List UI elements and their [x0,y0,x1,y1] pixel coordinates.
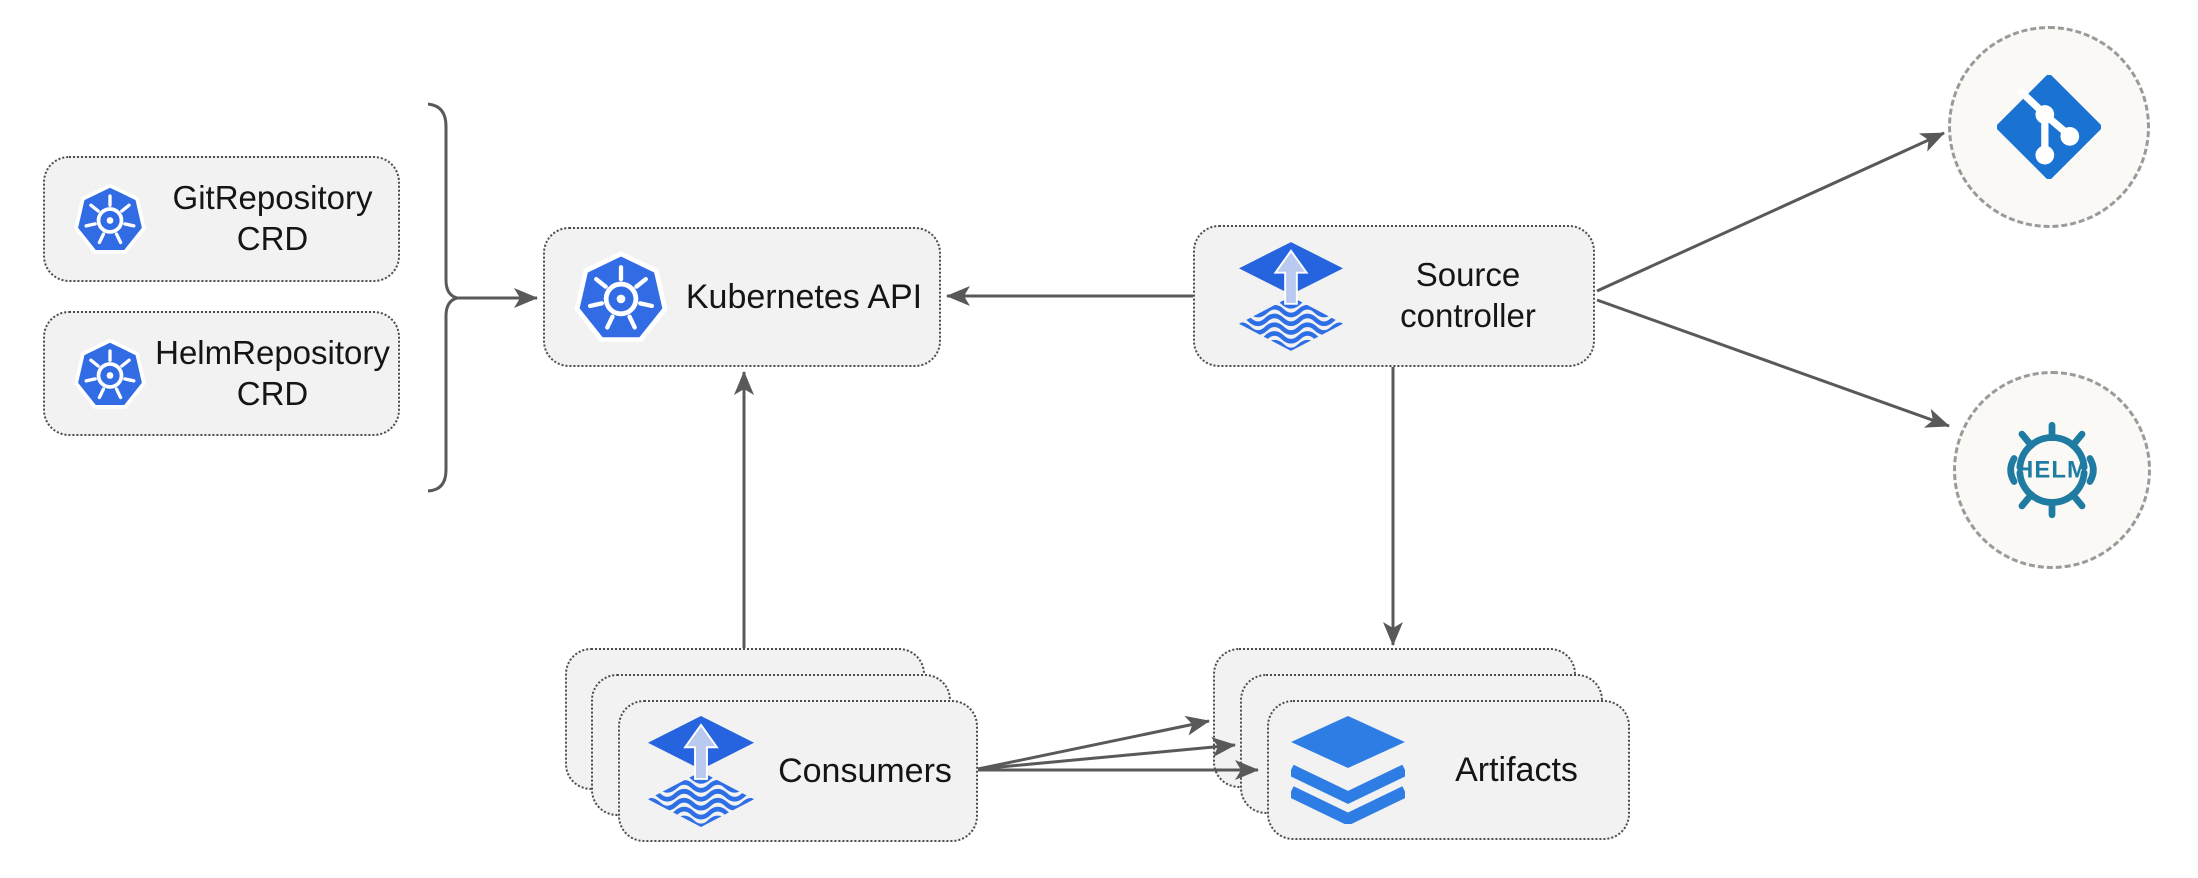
node-helmrepository-crd: HelmRepository CRD [43,311,400,436]
git-icon [1997,75,2101,179]
kubernetes-icon [573,249,669,345]
helm-icon [2000,418,2104,522]
edge-source-to-helm [1596,298,1950,428]
node-helm-source [1953,371,2151,569]
layers-icon [1291,716,1405,824]
label-line: GitRepository [172,179,373,217]
flux-icon [648,716,754,827]
edge-consumers-to-artifacts-back [977,715,1210,771]
node-label: HelmRepository CRD [147,333,398,415]
label-line: Source [1415,256,1521,294]
label-line: CRD [236,220,309,257]
node-label: Source controller [1343,255,1593,337]
node-gitrepository-crd: GitRepository CRD [43,156,400,282]
node-kubernetes-api: Kubernetes API [543,227,941,367]
edge-consumers-to-artifacts-middle [977,737,1236,771]
node-label: Consumers [778,751,952,790]
node-label: Artifacts [1455,750,1578,789]
kubernetes-icon [73,337,147,411]
brace-crd-group [427,102,463,493]
label-line: CRD [236,374,309,412]
node-source-controller: Source controller [1193,225,1595,367]
label-line: controller [1400,297,1536,334]
edge-source-to-git [1596,131,1945,293]
node-consumers: Consumers [618,700,978,842]
flux-icon [1239,242,1343,351]
label-line: HelmRepository [155,333,390,371]
node-git-source [1948,26,2150,228]
node-label: Kubernetes API [685,277,923,316]
node-artifacts: Artifacts [1267,700,1630,840]
kubernetes-icon [73,182,147,256]
node-label: GitRepository CRD [147,178,398,260]
